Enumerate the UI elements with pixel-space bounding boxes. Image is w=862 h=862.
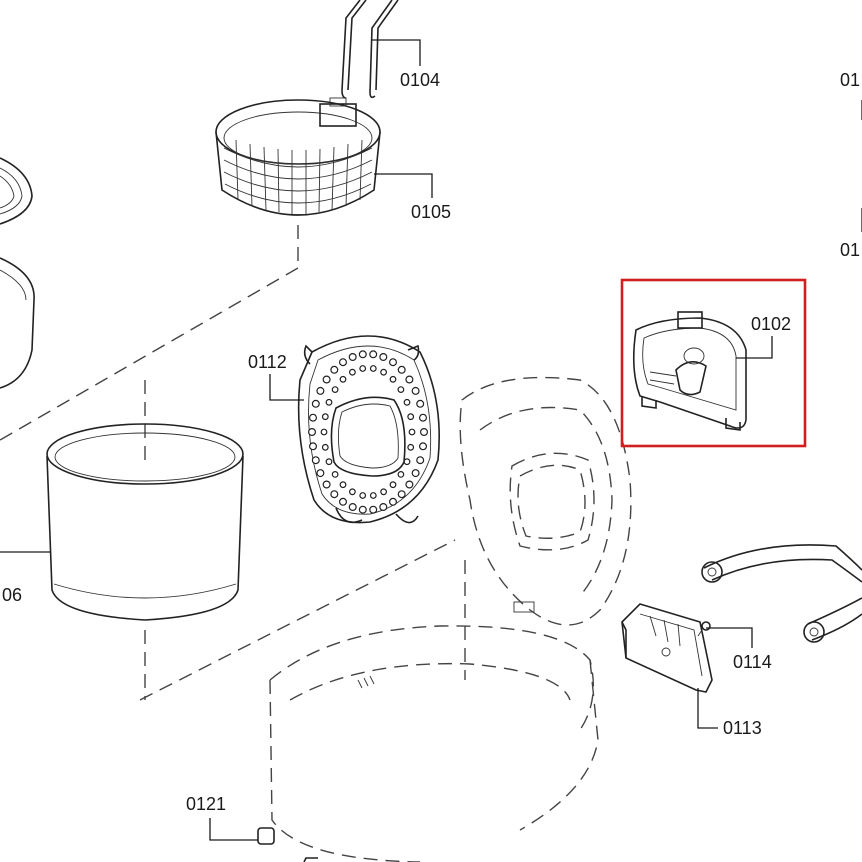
vent-hole — [403, 458, 411, 466]
vent-hole — [397, 365, 406, 374]
vent-hole — [369, 505, 378, 514]
vent-hole — [339, 358, 348, 367]
label-06: 06 — [2, 585, 22, 605]
vent-hole — [419, 413, 428, 422]
part-0121-small-part — [257, 827, 318, 862]
vent-hole — [339, 481, 347, 489]
vent-hole — [411, 386, 420, 395]
vent-hole — [316, 386, 325, 395]
vent-hole — [359, 365, 367, 372]
cooker-body-ghost — [269, 376, 632, 862]
vent-hole — [359, 492, 367, 499]
label-0105: 0105 — [411, 202, 451, 222]
part-0104-handle — [341, 0, 399, 99]
leader-lines — [0, 39, 862, 841]
vent-hole — [316, 469, 325, 478]
vent-hole — [408, 428, 416, 436]
vent-hole — [403, 398, 411, 406]
label-0113: 0113 — [723, 718, 762, 738]
vent-hole — [369, 492, 377, 499]
vent-hole — [416, 399, 425, 408]
vent-hole — [407, 413, 415, 421]
vent-hole — [411, 469, 420, 478]
part-0113-latch — [621, 603, 713, 693]
vent-hole — [389, 375, 397, 383]
vent-hole — [420, 428, 429, 437]
vent-hole — [339, 375, 347, 383]
vent-hole — [419, 442, 428, 451]
vent-hole — [321, 413, 329, 421]
vent-hole — [322, 375, 331, 384]
part-right-handle-partial — [701, 544, 862, 643]
vent-hole — [407, 443, 415, 451]
vent-hole — [369, 365, 377, 372]
vent-hole — [379, 353, 388, 362]
vent-hole — [331, 386, 339, 394]
vent-hole — [397, 471, 405, 478]
vent-hole — [349, 488, 356, 496]
vent-hole — [389, 481, 397, 489]
left-edge-partial-parts — [0, 157, 35, 389]
vent-hole — [405, 375, 414, 384]
vent-hole — [397, 386, 405, 394]
vent-hole — [389, 497, 398, 506]
label-0114: 0114 — [733, 652, 772, 672]
vent-hole — [397, 490, 406, 499]
vent-hole — [309, 413, 318, 422]
assembly-guide-lines — [0, 225, 466, 701]
vent-hole — [311, 399, 320, 408]
vent-hole — [389, 358, 398, 367]
vent-hole — [325, 458, 333, 466]
part-0102-hinge-bracket — [632, 311, 747, 431]
vent-hole — [380, 368, 388, 376]
vent-hole — [380, 488, 388, 496]
vent-hole — [348, 503, 357, 512]
label-01-top: 01 — [840, 70, 860, 90]
label-0102: 0102 — [751, 314, 791, 334]
vent-hole — [309, 442, 318, 451]
part-number-labels: 0104 0105 0112 0102 0114 0113 0121 06 01… — [2, 70, 860, 814]
vent-hole — [405, 480, 414, 489]
vent-hole — [321, 443, 329, 451]
label-0104: 0104 — [400, 70, 440, 90]
vent-hole — [330, 490, 339, 499]
part-0105-basket — [215, 97, 381, 216]
vent-hole — [358, 505, 367, 514]
vent-hole — [322, 480, 331, 489]
label-01-mid: 01 — [840, 240, 860, 260]
vent-hole — [331, 471, 339, 478]
vent-hole — [358, 350, 367, 359]
highlight-box-0102 — [620, 278, 807, 448]
vent-hole — [416, 456, 425, 465]
vent-hole — [379, 503, 388, 512]
vent-hole — [339, 497, 348, 506]
vent-hole — [349, 368, 356, 376]
vent-hole — [348, 353, 357, 362]
part-0112-inner-lid — [297, 335, 440, 524]
vent-hole — [320, 428, 328, 436]
vent-hole — [308, 428, 317, 437]
part-0114-screw — [697, 621, 711, 637]
vent-hole — [311, 456, 320, 465]
part-06-inner-pot — [46, 423, 244, 621]
vent-hole — [369, 350, 378, 359]
label-0121: 0121 — [186, 794, 226, 814]
vent-hole — [330, 365, 339, 374]
label-0112: 0112 — [248, 352, 287, 372]
vent-hole — [325, 398, 333, 406]
